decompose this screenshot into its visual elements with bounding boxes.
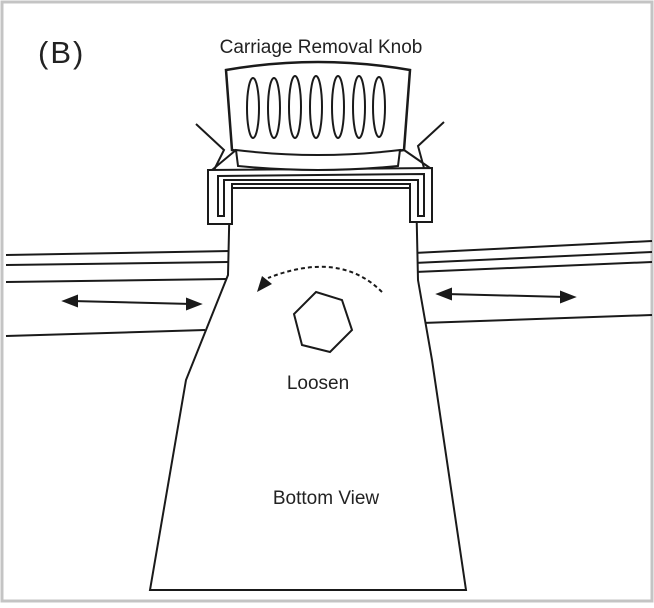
bracket-flanges	[195, 121, 445, 171]
knob-label: Carriage Removal Knob	[220, 37, 423, 58]
left-travel-arrow	[61, 294, 203, 311]
loosen-rotation-arrow	[257, 265, 383, 293]
left-rail	[5, 250, 231, 337]
view-label: Bottom View	[273, 488, 380, 509]
carriage-removal-knob	[224, 60, 412, 171]
hex-nut	[292, 290, 354, 354]
right-rail	[413, 240, 653, 324]
loosen-label: Loosen	[287, 373, 349, 394]
knob-bracket	[207, 166, 433, 225]
knob-grip-ridges	[246, 75, 386, 139]
panel-label: (B)	[38, 35, 85, 70]
right-travel-arrow	[435, 287, 577, 304]
